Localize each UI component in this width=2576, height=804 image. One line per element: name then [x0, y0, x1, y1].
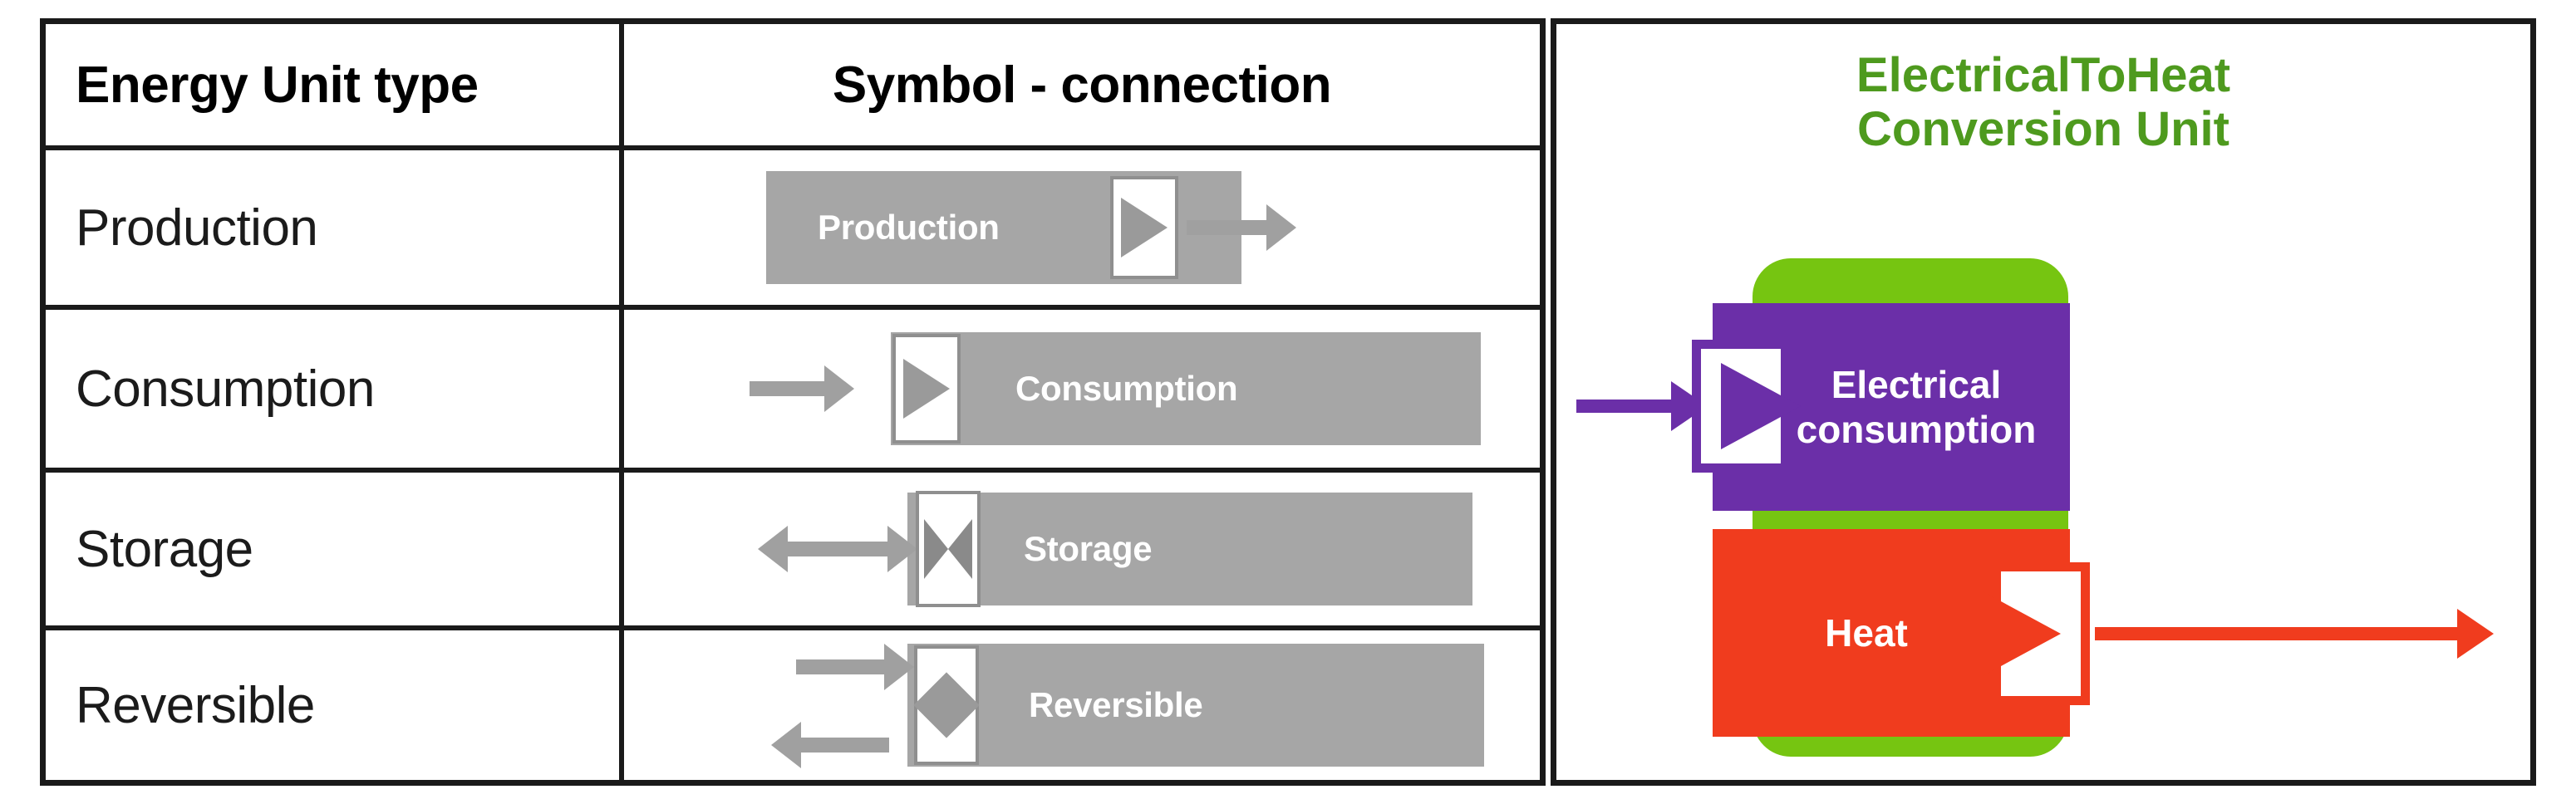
- row-label-consumption: Consumption: [76, 360, 375, 418]
- production-output-port-icon: [1110, 176, 1178, 279]
- row-symbol-cell-production: Production: [624, 150, 1540, 305]
- table-row-production: Production Production: [46, 150, 1540, 310]
- consumption-input-port-icon: [892, 334, 961, 444]
- row-type-cell-reversible: Reversible: [46, 630, 624, 780]
- row-type-cell-storage: Storage: [46, 473, 624, 625]
- electrical-input-port-icon: [1692, 340, 1801, 473]
- header-cell-energy-unit-type: Energy Unit type: [46, 24, 624, 145]
- production-block-label: Production: [818, 208, 1000, 247]
- storage-bidirectional-arrow-icon: [786, 542, 889, 556]
- bowtie-right-triangle-icon: [948, 519, 972, 579]
- consumption-port-triangle-icon: [903, 359, 950, 419]
- row-label-production: Production: [76, 199, 318, 257]
- table-row-consumption: Consumption Consumption: [46, 310, 1540, 473]
- row-label-storage: Storage: [76, 520, 253, 578]
- heat-port-triangle-icon: [1981, 591, 2061, 677]
- row-symbol-cell-consumption: Consumption: [624, 310, 1540, 468]
- consumption-input-arrow-icon: [750, 381, 826, 396]
- row-symbol-cell-storage: Storage: [624, 473, 1540, 625]
- electrical-port-triangle-icon: [1721, 363, 1801, 449]
- storage-symbol-group: Storage: [750, 473, 1472, 625]
- reversible-block: Reversible: [907, 644, 1484, 767]
- electrical-to-heat-conversion-unit-panel: ElectricalToHeat Conversion Unit Electri…: [1551, 18, 2536, 786]
- table-header-row: Energy Unit type Symbol - connection: [46, 24, 1540, 150]
- table-row-storage: Storage Storage: [46, 473, 1540, 630]
- production-port-triangle-icon: [1121, 198, 1168, 257]
- heat-output-port-icon: [1981, 562, 2090, 705]
- reversible-output-arrow-icon: [799, 738, 889, 753]
- production-output-arrow-icon: [1187, 220, 1268, 235]
- consumption-block-label: Consumption: [1015, 369, 1238, 408]
- row-symbol-cell-reversible: Reversible: [624, 630, 1540, 780]
- storage-bidirectional-port-icon: [916, 491, 981, 607]
- consumption-symbol-group: Consumption: [750, 310, 1481, 468]
- reversible-block-label: Reversible: [1029, 685, 1203, 724]
- electrical-input-arrow-icon: [1576, 400, 1674, 413]
- electrical-consumption-block: Electrical consumption: [1713, 303, 2070, 511]
- reversible-port-diamond-icon: [913, 672, 980, 738]
- conversion-unit-title: ElectricalToHeat Conversion Unit: [1856, 48, 2231, 156]
- table-row-reversible: Reversible Reversible: [46, 630, 1540, 780]
- header-cell-symbol-connection: Symbol - connection: [624, 24, 1540, 145]
- storage-block-label: Storage: [1024, 529, 1153, 568]
- energy-unit-type-table: Energy Unit type Symbol - connection Pro…: [40, 18, 1546, 786]
- energy-unit-type-header-label: Energy Unit type: [76, 56, 479, 114]
- bowtie-left-triangle-icon: [924, 519, 948, 579]
- production-symbol-group: Production: [766, 150, 1398, 305]
- reversible-input-arrow-icon: [796, 659, 886, 674]
- reversible-port-icon: [913, 645, 980, 765]
- storage-port-bowtie-icon: [924, 519, 972, 579]
- consumption-block: Consumption: [891, 332, 1481, 445]
- row-label-reversible: Reversible: [76, 676, 315, 734]
- reversible-symbol-group: Reversible: [750, 630, 1484, 780]
- storage-block: Storage: [907, 493, 1472, 605]
- row-type-cell-production: Production: [46, 150, 624, 305]
- row-type-cell-consumption: Consumption: [46, 310, 624, 468]
- heat-output-arrow-icon: [2095, 627, 2460, 640]
- symbol-connection-header-label: Symbol - connection: [832, 56, 1332, 114]
